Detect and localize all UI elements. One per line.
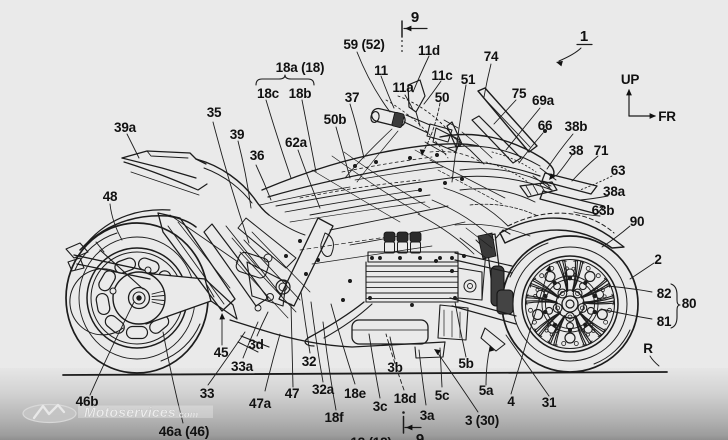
svg-text:3a: 3a [420, 408, 435, 423]
svg-text:38: 38 [569, 143, 584, 158]
svg-text:36: 36 [250, 148, 265, 163]
svg-text:75: 75 [512, 86, 527, 101]
svg-text:5c: 5c [435, 388, 450, 403]
svg-text:FR: FR [658, 109, 676, 124]
svg-text:18f: 18f [325, 410, 345, 425]
svg-text:5a: 5a [479, 383, 494, 398]
svg-text:45: 45 [214, 345, 229, 360]
svg-text:39a: 39a [114, 120, 137, 135]
svg-text:33a: 33a [231, 359, 254, 374]
svg-text:80: 80 [682, 296, 697, 311]
svg-text:3 (30): 3 (30) [465, 413, 499, 428]
svg-text:37: 37 [345, 90, 360, 105]
svg-text:11c: 11c [431, 68, 453, 83]
svg-text:62a: 62a [285, 135, 308, 150]
svg-text:18b: 18b [289, 86, 312, 101]
svg-text:50: 50 [435, 90, 450, 105]
svg-text:63: 63 [611, 163, 626, 178]
svg-text:4: 4 [507, 394, 515, 409]
svg-text:11d: 11d [418, 43, 440, 58]
svg-text:R: R [643, 341, 653, 356]
svg-text:48: 48 [103, 189, 118, 204]
svg-text:63b: 63b [592, 203, 615, 218]
svg-text:47a: 47a [249, 396, 272, 411]
svg-text:1: 1 [580, 28, 588, 45]
svg-text:Motoservices: Motoservices [84, 404, 176, 420]
svg-text:51: 51 [461, 72, 476, 87]
svg-text:18e: 18e [344, 386, 367, 401]
svg-text:71: 71 [594, 143, 609, 158]
svg-text:18a (18): 18a (18) [276, 60, 325, 75]
svg-text:3c: 3c [373, 399, 388, 414]
svg-text:47: 47 [285, 386, 300, 401]
svg-text:35: 35 [207, 105, 222, 120]
svg-text:32: 32 [302, 354, 317, 369]
svg-text:66: 66 [538, 118, 553, 133]
svg-text:9: 9 [416, 431, 424, 440]
svg-text:90: 90 [630, 214, 645, 229]
svg-text:5b: 5b [458, 356, 473, 371]
svg-text:82: 82 [657, 286, 672, 301]
svg-text:18c: 18c [257, 86, 280, 101]
svg-text:38a: 38a [603, 184, 626, 199]
svg-text:.com: .com [176, 410, 199, 421]
svg-text:18 (18): 18 (18) [350, 435, 391, 440]
svg-text:74: 74 [484, 49, 499, 64]
svg-text:31: 31 [542, 395, 557, 410]
svg-text:3b: 3b [387, 360, 402, 375]
svg-text:3d: 3d [248, 337, 263, 352]
svg-text:33: 33 [200, 386, 215, 401]
svg-text:11: 11 [374, 63, 389, 78]
svg-text:50b: 50b [324, 112, 347, 127]
svg-text:46a (46): 46a (46) [159, 423, 210, 439]
svg-text:UP: UP [621, 72, 640, 87]
svg-text:39: 39 [230, 127, 245, 142]
svg-text:9: 9 [411, 9, 419, 26]
svg-text:69a: 69a [532, 93, 555, 108]
svg-text:59 (52): 59 (52) [343, 37, 384, 52]
svg-text:46b: 46b [76, 394, 99, 409]
svg-text:32a: 32a [312, 382, 335, 397]
svg-text:38b: 38b [565, 119, 588, 134]
svg-text:2: 2 [654, 252, 661, 267]
svg-text:81: 81 [657, 314, 672, 329]
svg-text:11a: 11a [392, 80, 414, 95]
svg-text:18d: 18d [394, 391, 417, 406]
